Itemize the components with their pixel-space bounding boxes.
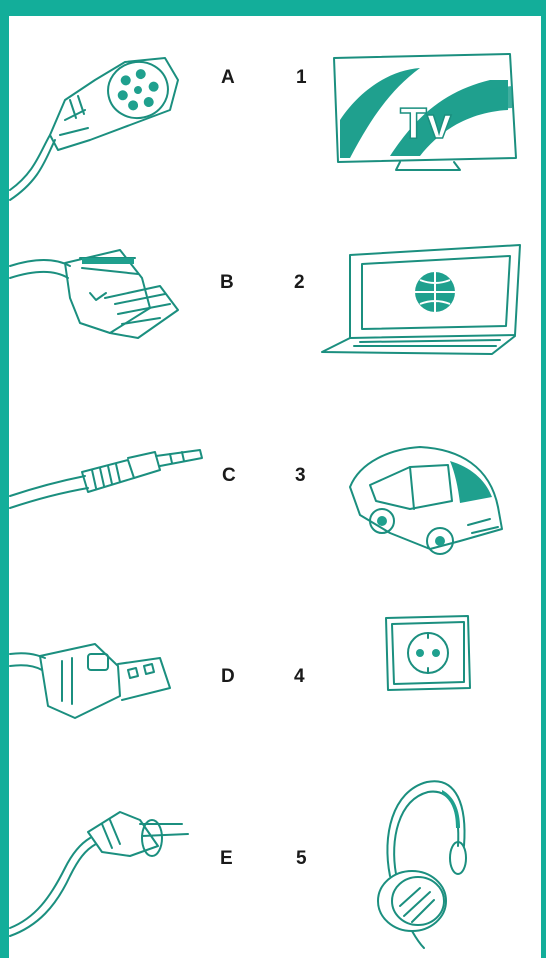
plug-label-b: B bbox=[220, 273, 234, 292]
usb-plug-icon bbox=[10, 636, 175, 726]
power-plug-icon bbox=[10, 798, 195, 938]
plug-label-a: A bbox=[221, 68, 235, 87]
device-number-4: 4 bbox=[294, 667, 305, 686]
wall-socket-icon bbox=[384, 614, 474, 694]
device-number-3: 3 bbox=[295, 466, 306, 485]
plug-label-d: D bbox=[221, 667, 235, 686]
laptop-icon bbox=[320, 240, 530, 360]
ev-charging-plug-icon bbox=[10, 40, 185, 205]
headphones-icon bbox=[372, 776, 472, 951]
device-number-2: 2 bbox=[294, 273, 305, 292]
car-icon bbox=[340, 437, 510, 562]
svg-text:Tv: Tv bbox=[400, 99, 452, 148]
hdmi-plug-icon bbox=[10, 238, 180, 348]
audio-jack-plug-icon bbox=[10, 428, 205, 518]
device-number-1: 1 bbox=[296, 68, 307, 87]
device-number-5: 5 bbox=[296, 849, 307, 868]
plug-label-e: E bbox=[220, 849, 233, 868]
tv-icon: Tv bbox=[330, 50, 520, 175]
plug-label-c: C bbox=[222, 466, 236, 485]
